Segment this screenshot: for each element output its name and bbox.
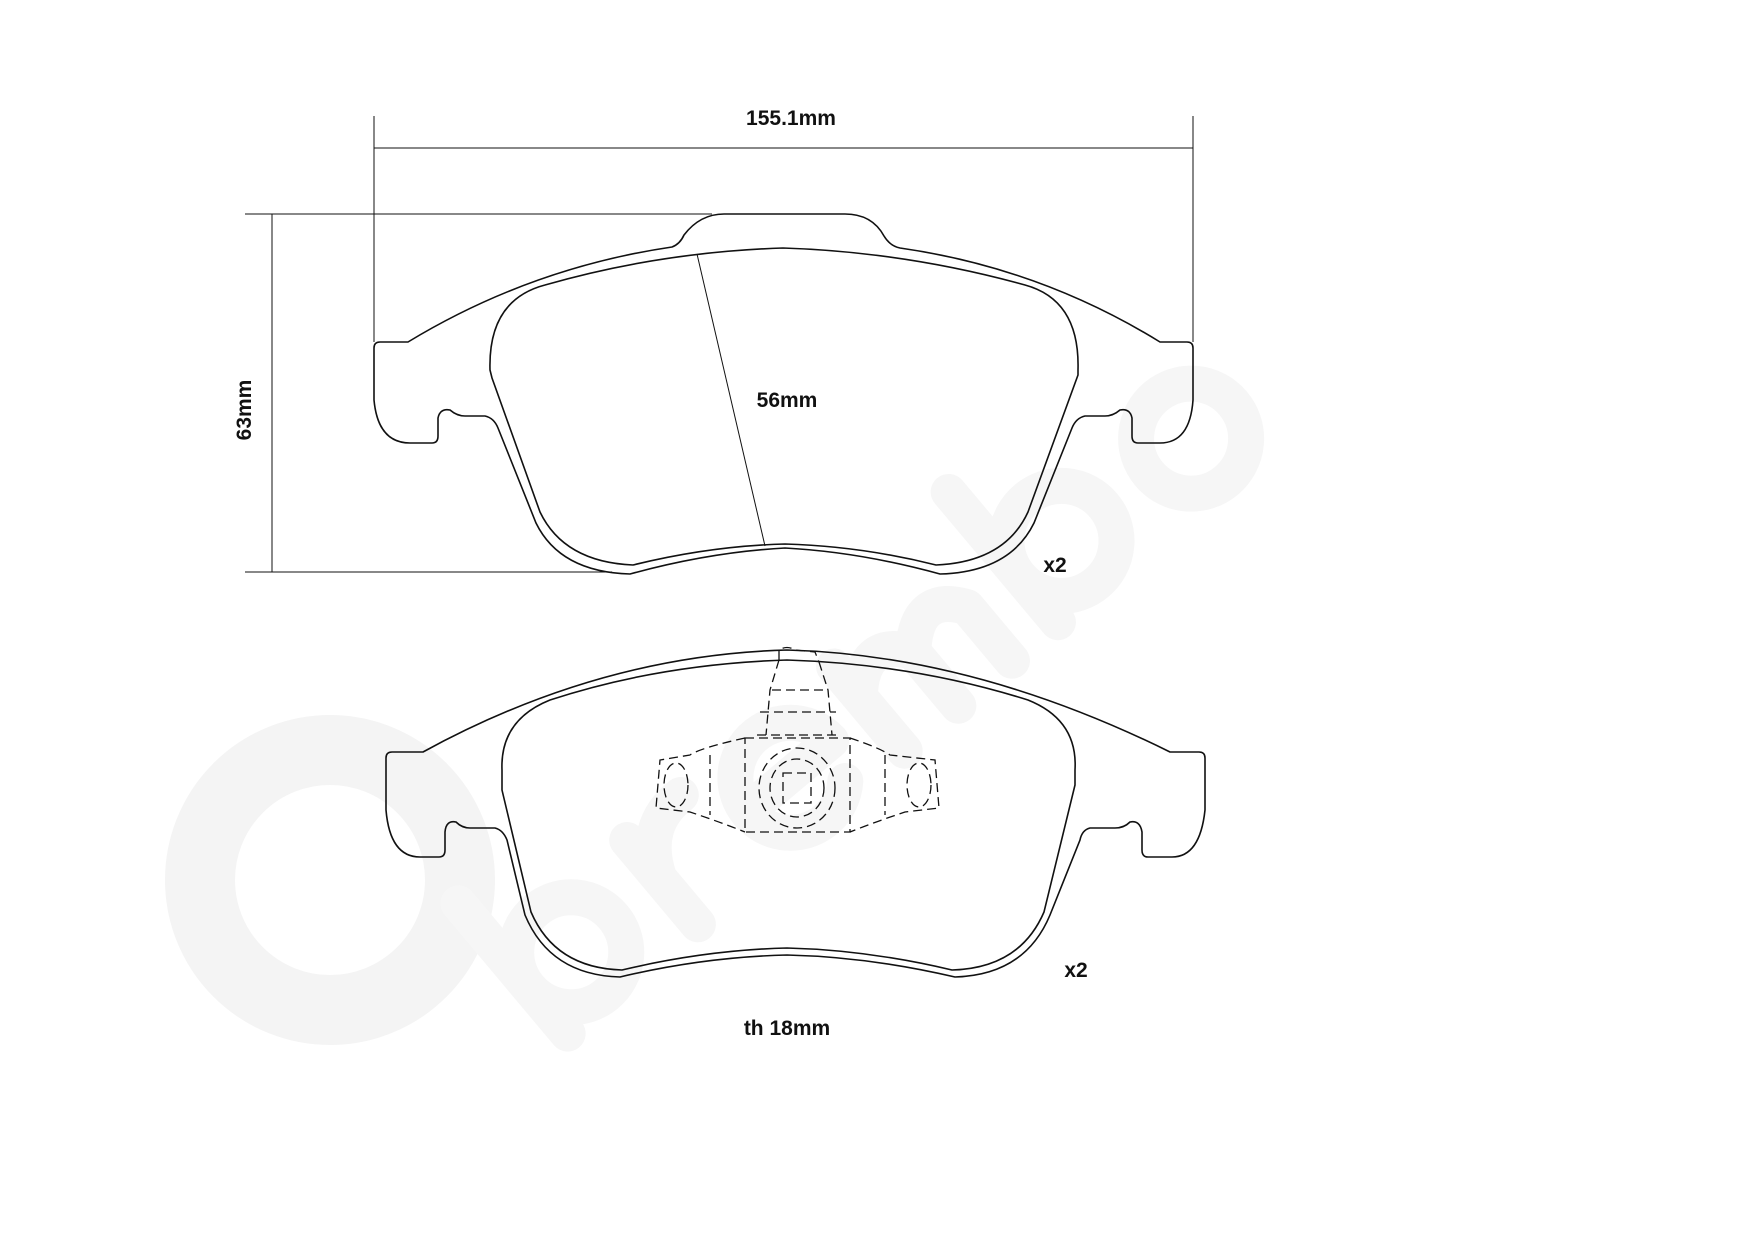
friction-height-label: 56mm xyxy=(757,389,818,412)
top-pad-drawing: 155.1mm 63mm 56mm x2 xyxy=(233,107,1194,577)
bottom-pad-drawing: x2 th 18mm xyxy=(385,646,1206,1040)
top-pad-friction-material xyxy=(489,247,1079,566)
top-pad-quantity-label: x2 xyxy=(1043,554,1066,577)
bottom-pad-quantity-label: x2 xyxy=(1064,959,1087,982)
top-pad-backing-plate xyxy=(373,213,1194,575)
friction-height-dimension-line xyxy=(696,253,766,547)
wear-sensor-clip-hidden-lines xyxy=(655,646,940,833)
height-label: 63mm xyxy=(233,380,256,441)
bottom-pad-friction-material xyxy=(501,659,1076,971)
bottom-pad-backing-plate xyxy=(385,649,1206,978)
thickness-label: th 18mm xyxy=(744,1017,830,1040)
width-label: 155.1mm xyxy=(746,107,836,130)
brembo-watermark-logo xyxy=(165,365,1265,1052)
